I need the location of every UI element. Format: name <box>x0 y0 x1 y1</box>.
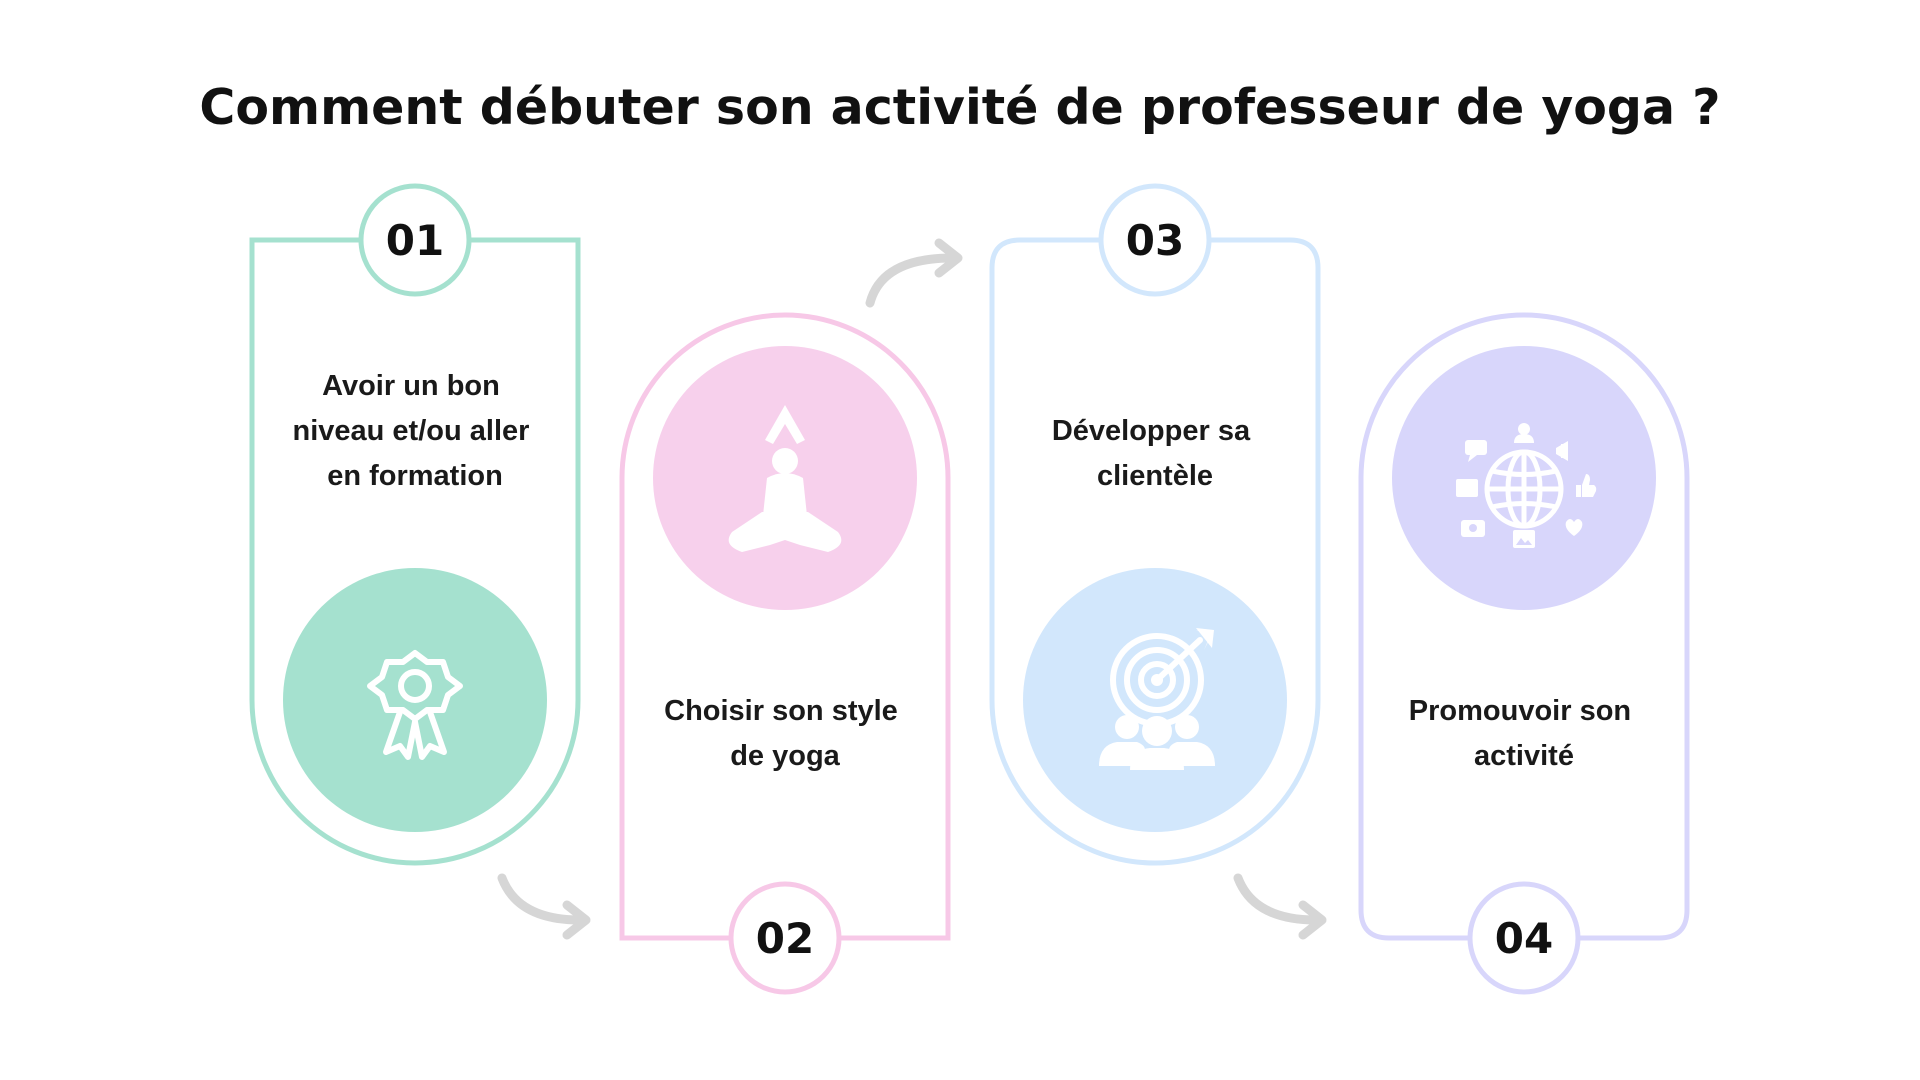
target-audience-icon <box>1099 628 1215 770</box>
globe-social-media-icon <box>1456 423 1597 548</box>
page-title: Comment débuter son activité de professe… <box>199 79 1720 136</box>
arrow-step-3-to-4 <box>1233 873 1327 940</box>
step-02: Choisir son style de yoga 02 <box>619 312 951 995</box>
step-04-number-badge <box>1467 881 1581 995</box>
arrow-step-1-to-2 <box>497 873 591 940</box>
step-02-frame <box>619 312 951 941</box>
step-02-number-badge <box>728 881 842 995</box>
step-03-label: Développer sa clientèle <box>1052 415 1258 492</box>
step-01-frame <box>249 237 581 866</box>
step-01: 01 Avoir un bon niveau et/ou aller en fo… <box>249 183 581 866</box>
step-03-number-badge <box>1098 183 1212 297</box>
step-03-number: 03 <box>1126 216 1184 265</box>
step-02-number: 02 <box>756 914 814 963</box>
award-ribbon-icon <box>367 650 463 760</box>
step-01-number-badge <box>358 183 472 297</box>
step-03: 03 Développer sa clientèle <box>989 183 1321 866</box>
yoga-pose-icon <box>728 405 842 552</box>
step-04-number: 04 <box>1495 914 1553 963</box>
step-04: Promouvoir son activité 04 <box>1358 312 1690 995</box>
step-01-label: Avoir un bon niveau et/ou aller en forma… <box>293 370 538 492</box>
step-04-label: Promouvoir son activité <box>1409 695 1639 772</box>
step-03-frame <box>989 237 1321 866</box>
step-03-icon-circle <box>1023 568 1287 832</box>
arrow-step-2-to-3 <box>865 238 963 308</box>
step-01-number: 01 <box>386 216 444 265</box>
step-04-frame <box>1358 312 1690 941</box>
step-02-label: Choisir son style de yoga <box>664 695 906 772</box>
